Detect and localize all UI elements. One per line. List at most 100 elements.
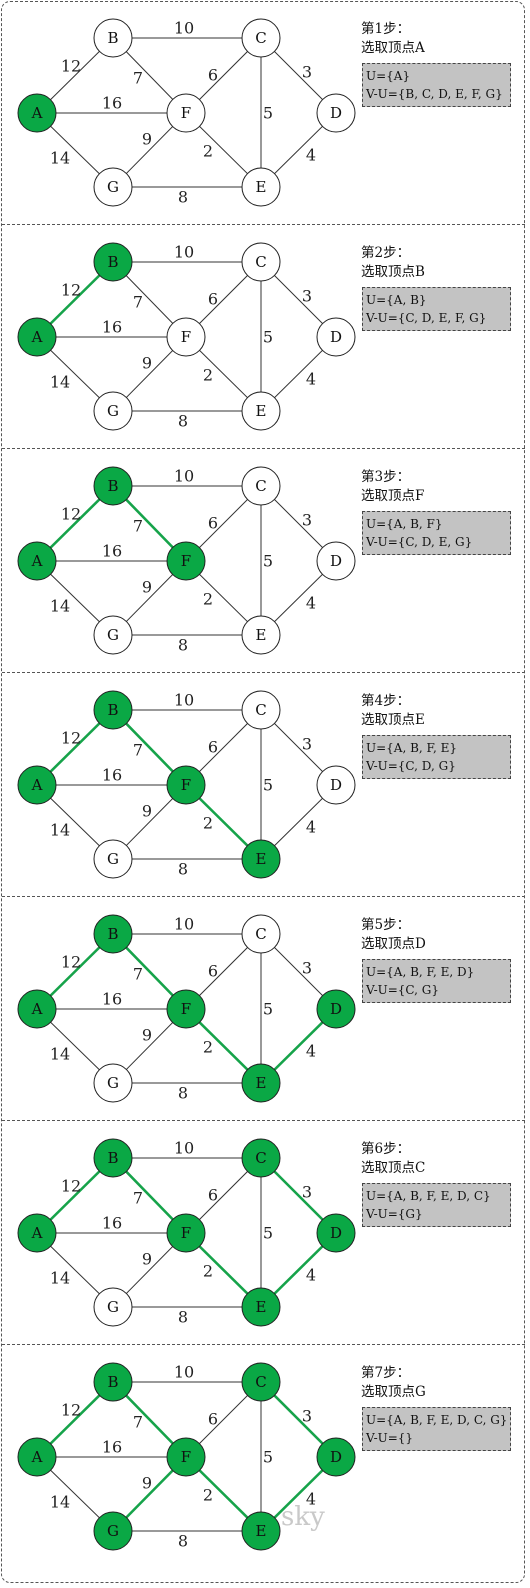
node-f: [166, 93, 206, 133]
edge-weight-f-e: 2: [203, 1486, 213, 1505]
edge-weight-c-e: 5: [263, 104, 273, 123]
edge-weight-a-b: 12: [61, 281, 81, 300]
edge-weight-f-g: 9: [142, 1026, 152, 1045]
edge-weight-f-e: 2: [203, 142, 213, 161]
step-divider: [2, 448, 525, 449]
node-label-b: B: [107, 253, 118, 271]
node-label-a: A: [31, 104, 43, 122]
set-u: U={A, B, F, E, D, C, G}: [366, 1413, 508, 1427]
step-action: 选取顶点A: [361, 40, 425, 56]
edge-weight-a-b: 12: [61, 1401, 81, 1420]
edge-weight-a-g: 14: [50, 597, 70, 616]
set-box: U={A, B, F, E, D}V-U={C, G}: [362, 959, 511, 1003]
edge-weight-c-e: 5: [263, 776, 273, 795]
watermark: sky: [281, 1502, 325, 1532]
edge-weight-d-e: 4: [306, 1266, 316, 1285]
node-label-c: C: [255, 1149, 266, 1167]
edge-weight-d-e: 4: [306, 818, 316, 837]
node-label-a: A: [31, 1224, 43, 1242]
step-action: 选取顶点G: [361, 1384, 426, 1400]
node-a: [17, 541, 57, 581]
node-d: [316, 317, 356, 357]
step-action: 选取顶点B: [361, 264, 425, 280]
edge-weight-c-d: 3: [302, 287, 312, 306]
node-label-f: F: [181, 776, 191, 794]
node-a: [17, 989, 57, 1029]
edge-weight-b-c: 10: [174, 243, 194, 262]
node-g: [93, 167, 133, 207]
node-label-f: F: [181, 1224, 191, 1242]
edge-weight-c-f: 6: [208, 1186, 218, 1205]
edge-weight-b-f: 7: [133, 965, 143, 984]
node-b: [93, 1138, 133, 1178]
node-label-f: F: [181, 104, 191, 122]
node-label-d: D: [330, 328, 342, 346]
node-label-a: A: [31, 328, 43, 346]
step-divider: [2, 672, 525, 673]
node-d: [316, 541, 356, 581]
node-label-c: C: [255, 925, 266, 943]
node-label-f: F: [181, 328, 191, 346]
edge-weight-c-d: 3: [302, 1407, 312, 1426]
edge-weight-a-f: 16: [102, 542, 122, 561]
node-a: [17, 765, 57, 805]
node-label-e: E: [256, 1298, 267, 1316]
step-title: 第4步：: [361, 693, 411, 709]
edge-weight-b-c: 10: [174, 691, 194, 710]
node-label-g: G: [107, 850, 119, 868]
node-b: [93, 466, 133, 506]
edge-weight-f-g: 9: [142, 130, 152, 149]
edge-weight-a-b: 12: [61, 57, 81, 76]
node-g: [93, 615, 133, 655]
node-label-a: A: [31, 552, 43, 570]
step-divider: [2, 1344, 525, 1345]
step-action: 选取顶点C: [361, 1160, 426, 1176]
node-label-d: D: [330, 1224, 342, 1242]
edge-weight-g-e: 8: [178, 188, 188, 207]
edge-weight-b-f: 7: [133, 293, 143, 312]
edge-weight-f-g: 9: [142, 354, 152, 373]
node-label-e: E: [256, 1522, 267, 1540]
edge-weight-g-e: 8: [178, 1532, 188, 1551]
node-b: [93, 18, 133, 58]
node-g: [93, 839, 133, 879]
set-box: U={A, B, F, E}V-U={C, D, G}: [362, 735, 511, 779]
edge-weight-a-g: 14: [50, 149, 70, 168]
step-action: 选取顶点F: [361, 488, 425, 504]
node-c: [241, 1362, 281, 1402]
node-b: [93, 914, 133, 954]
node-label-d: D: [330, 776, 342, 794]
node-a: [17, 1213, 57, 1253]
node-label-c: C: [255, 253, 266, 271]
set-v-minus-u: V-U={C, G}: [366, 983, 440, 997]
set-box: U={A, B, F}V-U={C, D, E, G}: [362, 511, 511, 555]
node-label-e: E: [256, 626, 267, 644]
edge-weight-a-b: 12: [61, 505, 81, 524]
edge-weight-c-f: 6: [208, 1410, 218, 1429]
edge-weight-c-e: 5: [263, 328, 273, 347]
edge-weight-c-d: 3: [302, 1183, 312, 1202]
node-label-g: G: [107, 626, 119, 644]
edge-weight-d-e: 4: [306, 146, 316, 165]
node-d: [316, 93, 356, 133]
edge-weight-c-f: 6: [208, 66, 218, 85]
node-e: [241, 391, 281, 431]
set-box: U={A, B}V-U={C, D, E, F, G}: [362, 287, 511, 331]
edge-weight-d-e: 4: [306, 1490, 316, 1509]
edge-weight-f-g: 9: [142, 578, 152, 597]
node-e: [241, 839, 281, 879]
node-label-a: A: [31, 1448, 43, 1466]
edge-weight-f-e: 2: [203, 1262, 213, 1281]
node-e: [241, 1287, 281, 1327]
node-label-b: B: [107, 925, 118, 943]
edge-weight-g-e: 8: [178, 1308, 188, 1327]
node-c: [241, 466, 281, 506]
edge-weight-b-c: 10: [174, 467, 194, 486]
node-label-c: C: [255, 1373, 266, 1391]
